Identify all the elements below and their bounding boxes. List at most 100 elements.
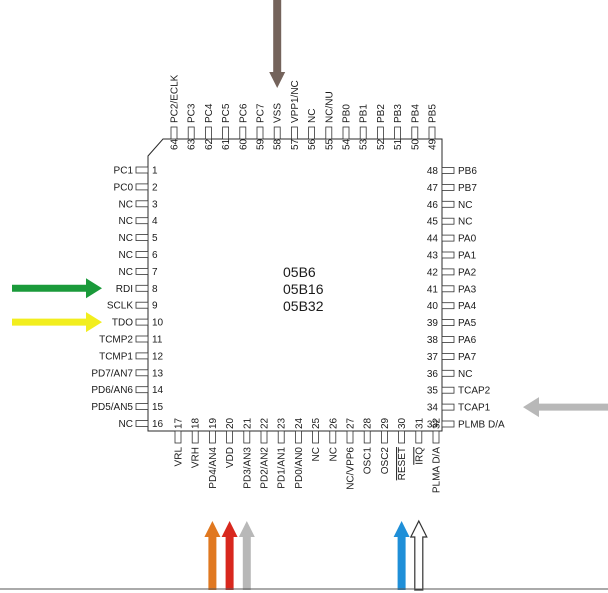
arrow-pin-58 [269,0,286,88]
arrow-pin-30 [393,521,410,590]
pin-32-lead [432,430,440,444]
pin-44-number: 44 [427,234,439,245]
pin-8-label: RDI [116,284,133,295]
pin-61-number: 61 [221,138,232,150]
arrow-pin-8 [12,278,102,299]
pin-28-lead [363,430,371,444]
pin-58-label: VSS [273,103,284,123]
pin-16-label: NC [119,419,133,430]
pin-35-lead [441,386,455,394]
pin-2-lead [135,183,149,191]
pin-25-lead [312,430,320,444]
pin-21-number: 21 [242,417,253,429]
pin-7-lead [135,267,149,275]
pin-23-label: PD1/AN1 [277,447,288,489]
pin-49-lead [428,126,436,140]
chip-label-1: 05B6 [283,264,316,280]
pin-29-lead [380,430,388,444]
pin-44-lead [441,234,455,242]
pin-54-number: 54 [342,138,353,150]
pin-48-lead [441,167,455,174]
pin-59-number: 59 [256,138,267,150]
pin-20-number: 20 [225,417,236,429]
pin-53-label: PB1 [359,104,370,123]
pin-15-lead [135,403,149,411]
pin-20-label: VDD [225,447,236,468]
pin-5-label: NC [119,233,133,244]
pin-30-label: RESET [397,447,408,480]
pin-46-lead [441,200,455,208]
pin-52-lead [376,126,384,140]
pin-41-number: 41 [427,284,439,295]
pin-42-label: PA2 [458,267,477,278]
pin-13-number: 13 [152,368,164,379]
pin-64-number: 64 [170,138,181,150]
pin-62-lead [204,126,212,140]
pin-45-number: 45 [427,217,439,228]
pin-7-number: 7 [152,267,158,278]
pin-59-lead [256,126,264,140]
pin-6-number: 6 [152,250,158,261]
pin-42-lead [441,268,455,276]
pin-19-label: PD4/AN4 [208,447,219,489]
pin-26-label: NC [328,447,339,461]
pin-8-number: 8 [152,284,158,295]
pin-43-label: PA1 [458,251,477,262]
pin-17-label: VRL [174,447,185,467]
pin-16-lead [135,420,149,427]
pin-54-lead [342,126,350,140]
pin-27-lead [346,430,354,444]
pin-52-label: PB2 [376,104,387,123]
pin-34-lead [441,403,455,411]
pin-12-number: 12 [152,351,164,362]
pin-46-number: 46 [427,200,439,211]
pin-39-lead [441,319,455,327]
pin-30-number: 30 [397,417,408,429]
pin-24-label: PD0/AN0 [294,447,305,489]
pin-6-lead [135,251,149,258]
pin-63-label: PC3 [187,103,198,123]
pin-13-label: PD7/AN7 [91,368,133,379]
pin-51-lead [394,126,402,140]
pin-39-number: 39 [427,318,439,329]
pin-37-number: 37 [427,352,439,363]
pin-3-number: 3 [152,199,158,210]
pin-40-lead [441,302,455,310]
pin-18-lead [191,430,199,444]
pin-4-lead [135,217,149,225]
pin-15-label: PD5/AN5 [91,402,133,413]
pin-40-label: PA4 [458,301,477,312]
pin-14-lead [135,386,149,394]
pin-26-number: 26 [328,417,339,429]
arrow-pin-21 [238,521,255,590]
pin-29-label: OSC2 [380,447,391,475]
pin-60-lead [239,126,247,140]
pin-9-lead [135,301,149,309]
pin-12-lead [135,352,149,360]
pin-32-number: 32 [432,417,443,429]
pin-28-label: OSC1 [363,447,374,475]
pin-28-number: 28 [363,417,374,429]
pin-19-number: 19 [208,417,219,429]
pin-10-label: TDO [112,318,133,329]
pin-12-label: TCMP1 [99,351,133,362]
pin-46-label: NC [458,200,472,211]
pin-25-label: NC [311,447,322,461]
pin-23-number: 23 [277,417,288,429]
pin-11-label: TCMP2 [99,335,133,346]
pin-4-number: 4 [152,216,158,227]
pin-43-lead [441,251,455,259]
pin-34-number: 34 [427,403,439,414]
pin-13-lead [135,369,149,377]
pin-33-lead [441,420,455,428]
pin-53-number: 53 [359,138,370,150]
pin-8-lead [135,284,149,292]
pin-3-label: NC [119,199,133,210]
pin-30-lead [398,430,406,444]
pin-23-lead [277,430,285,444]
pin-22-lead [260,430,268,444]
pin-63-lead [187,126,195,140]
pin-49-label: PB5 [428,104,439,123]
pin-47-lead [441,183,455,191]
pin-40-number: 40 [427,301,439,312]
